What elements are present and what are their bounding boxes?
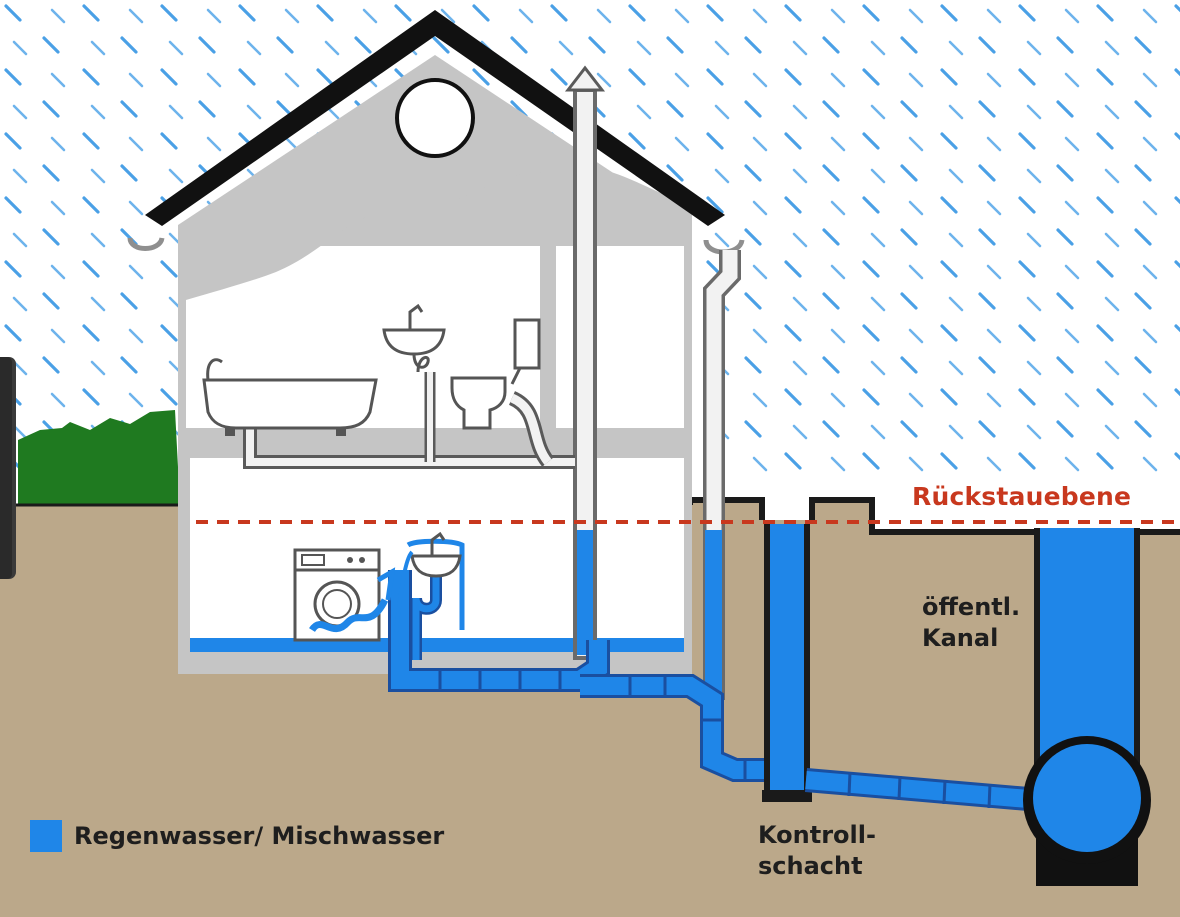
basement-sink-drain-fill — [412, 572, 440, 660]
downpipe-inner — [706, 250, 738, 700]
attic-window — [395, 78, 475, 158]
upper-ceiling — [186, 232, 692, 246]
label-control-shaft-line2: schacht — [758, 852, 863, 880]
shaft-to-sewer-pipe-fill — [805, 771, 1041, 809]
legend-label: Regenwasser/ Mischwasser — [74, 822, 445, 850]
basement-washbasin-icon — [394, 531, 465, 633]
vent-stack-water — [577, 530, 593, 655]
sewer-pipe-collars — [847, 771, 992, 809]
upper-drain-pipe-inner — [246, 425, 575, 466]
label-public-sewer-line2: Kanal — [922, 624, 999, 652]
label-public-sewer-line1: öffentl. — [922, 593, 1021, 621]
vent-stack-inner — [577, 92, 593, 656]
pipe-collars — [438, 668, 747, 782]
house-right-wall — [684, 244, 692, 674]
label-control-shaft: Kontroll- schacht — [758, 820, 876, 882]
label-rueckstauebene: Rückstauebene — [912, 482, 1132, 511]
toilet-drain-inner — [509, 393, 552, 465]
bathtub-icon — [202, 358, 378, 436]
left-edge-handle-inner — [0, 357, 12, 579]
label-control-shaft-line1: Kontroll- — [758, 821, 876, 849]
interior-wall — [540, 244, 556, 428]
toilet-icon — [450, 318, 541, 430]
legend-swatch — [30, 820, 62, 852]
legend: Regenwasser/ Mischwasser — [30, 818, 444, 854]
washing-machine-icon — [293, 548, 396, 642]
control-shaft — [762, 524, 812, 802]
main-collector-pipe-fill — [580, 677, 770, 779]
public-sewer — [1023, 528, 1151, 886]
washbasin-icon — [382, 303, 446, 373]
vent-cap-icon — [564, 65, 606, 92]
downpipe-water — [705, 530, 722, 700]
attic-cloud-edge — [186, 169, 692, 346]
gutter-left-icon — [127, 237, 165, 251]
label-public-sewer: öffentl. Kanal — [922, 592, 1020, 654]
hedge — [18, 410, 180, 505]
